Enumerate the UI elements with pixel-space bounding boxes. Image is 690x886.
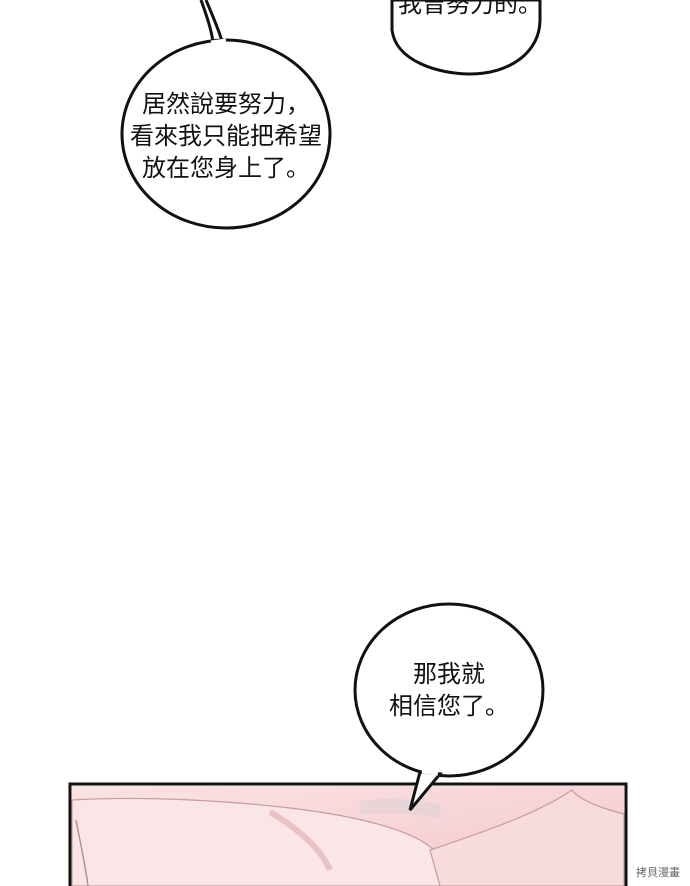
top-right-bubble-text: 我曾努力的。 [398,0,542,20]
bubble-line: 那我就 [413,660,485,688]
bottom-right-bubble-text: 那我就 相信您了。 [379,658,519,722]
bottom-comic-panel [68,782,628,886]
left-speech-bubble [120,0,332,230]
left-bubble-text: 居然說要努力， 看來我只能把希望 放在您身上了。 [124,88,328,184]
watermark: 拷貝漫畫 [634,864,682,880]
bubble-line: 我曾努力的。 [398,0,542,18]
bottom-right-speech-bubble [353,602,545,811]
top-right-speech-bubble [390,0,542,76]
bubble-line: 居然說要努力， [142,90,310,118]
bubble-line: 看來我只能把希望 [130,122,322,150]
bubble-line: 相信您了。 [389,692,509,720]
bubble-line: 放在您身上了。 [142,154,310,182]
